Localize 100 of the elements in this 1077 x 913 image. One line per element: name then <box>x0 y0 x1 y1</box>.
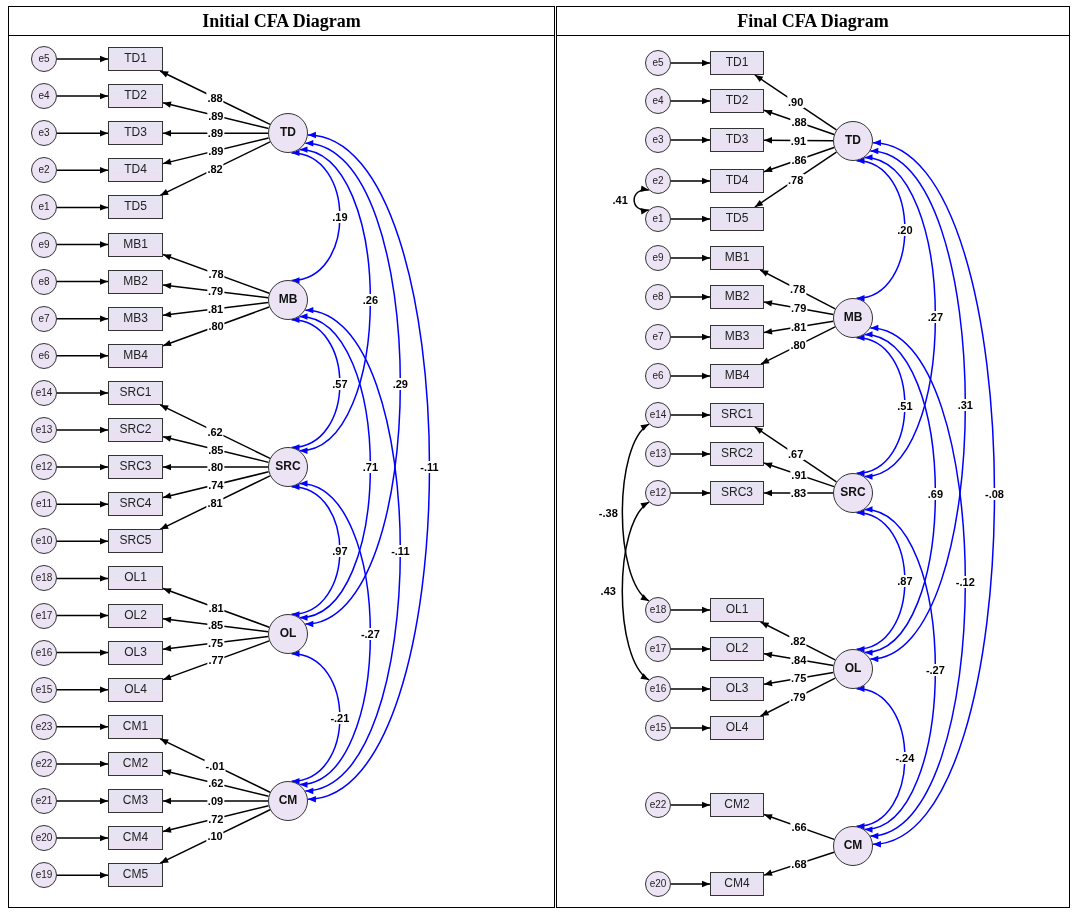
indicator-box: MB1 <box>710 246 764 270</box>
factor-circle: SRC <box>833 473 873 513</box>
edge-label: .80 <box>207 320 225 333</box>
arrow <box>56 352 109 359</box>
arrow <box>670 215 711 223</box>
arrow <box>670 801 711 809</box>
edge-label: .82 <box>789 634 807 647</box>
edge-label: .10 <box>206 830 224 843</box>
error-circle: e15 <box>31 676 57 703</box>
indicator-box: SRC2 <box>710 442 764 466</box>
error-circle: e2 <box>645 168 671 194</box>
edge-label: .57 <box>331 377 349 390</box>
indicator-box: SRC5 <box>108 529 163 554</box>
error-circle: e13 <box>645 441 671 467</box>
covariance-arrow <box>307 134 431 800</box>
error-circle: e5 <box>31 46 57 72</box>
arrow <box>763 109 835 136</box>
indicator-box: CM1 <box>108 714 163 739</box>
indicator-box: SRC4 <box>108 492 163 517</box>
error-circle: e14 <box>645 402 671 428</box>
indicator-box: CM2 <box>108 751 163 776</box>
arrow <box>56 538 109 545</box>
arrow <box>56 315 109 322</box>
arrow <box>162 253 270 295</box>
error-circle: e22 <box>31 750 57 777</box>
error-circle: e3 <box>31 120 57 147</box>
covariance-arrow <box>855 511 906 651</box>
indicator-box: TD2 <box>710 89 764 113</box>
indicator-box: TD2 <box>108 84 163 109</box>
indicator-box: TD3 <box>108 121 163 146</box>
arrow <box>56 612 109 619</box>
edge-label: -.11 <box>419 461 440 474</box>
edge-label: .80 <box>789 339 807 352</box>
error-circle: e20 <box>31 825 57 852</box>
edge-label: .90 <box>786 96 805 109</box>
covariance-arrow <box>855 159 906 300</box>
error-circle: e11 <box>31 491 57 518</box>
arrow <box>670 97 711 105</box>
edge-label: .72 <box>207 812 225 825</box>
error-circle: e8 <box>31 268 57 295</box>
edge-label: .86 <box>790 153 808 166</box>
error-circle: e10 <box>31 528 57 555</box>
indicator-box: MB2 <box>108 269 163 294</box>
arrow <box>56 501 109 508</box>
indicator-box: MB4 <box>108 343 163 368</box>
edge-label: .79 <box>790 302 808 315</box>
arrow <box>56 130 109 137</box>
edge-label: .91 <box>790 468 808 481</box>
edge-label: .75 <box>790 672 808 685</box>
error-circle: e1 <box>31 194 57 221</box>
arrow <box>670 880 711 888</box>
edge-label: .19 <box>331 210 349 223</box>
indicator-box: OL2 <box>710 637 764 661</box>
error-circle: e21 <box>31 788 57 814</box>
error-circle: e7 <box>645 324 671 350</box>
arrow <box>56 797 109 805</box>
indicator-box: OL1 <box>108 566 163 591</box>
covariance-arrow <box>863 508 937 831</box>
edge-label: .81 <box>206 496 224 509</box>
arrow <box>670 450 711 458</box>
indicator-box: TD4 <box>710 169 764 193</box>
edge-label: .74 <box>207 478 225 491</box>
indicator-box: OL3 <box>710 677 764 701</box>
error-circle: e6 <box>31 342 57 369</box>
edge-label: .62 <box>206 425 224 438</box>
edge-label: .43 <box>599 585 617 597</box>
edge-label: .78 <box>786 173 805 186</box>
arrow <box>56 204 109 211</box>
edge-label: .27 <box>926 311 944 323</box>
indicator-box: TD1 <box>710 51 764 75</box>
indicator-box: SRC1 <box>108 380 163 405</box>
diagram-panel <box>556 6 1070 908</box>
covariance-arrow <box>621 423 650 602</box>
edge-label: .79 <box>789 691 807 704</box>
factor-circle: TD <box>833 121 873 161</box>
error-circle: e17 <box>31 602 57 629</box>
edge-label: .81 <box>790 320 808 333</box>
indicator-box: MB3 <box>710 325 764 349</box>
indicator-box: OL2 <box>108 603 163 628</box>
edge-label: .89 <box>206 127 225 140</box>
arrow <box>670 293 711 301</box>
error-circle: e15 <box>645 715 671 741</box>
arrow <box>670 411 711 419</box>
covariance-arrow <box>304 142 402 625</box>
edge-label: .69 <box>926 487 944 500</box>
arrow <box>670 606 711 614</box>
arrow <box>56 426 109 434</box>
arrow <box>162 640 270 681</box>
covariance-arrow <box>290 485 341 617</box>
indicator-box: TD5 <box>710 207 764 231</box>
error-circle: e13 <box>31 417 57 443</box>
arrow <box>56 389 109 397</box>
covariance-arrow <box>633 186 650 214</box>
edge-label: .31 <box>956 399 974 411</box>
arrow <box>56 723 109 730</box>
factor-circle: CM <box>268 781 308 821</box>
indicator-box: MB2 <box>710 285 764 309</box>
arrow <box>670 59 711 67</box>
indicator-box: OL3 <box>108 640 163 665</box>
edge-label: .84 <box>790 653 808 666</box>
